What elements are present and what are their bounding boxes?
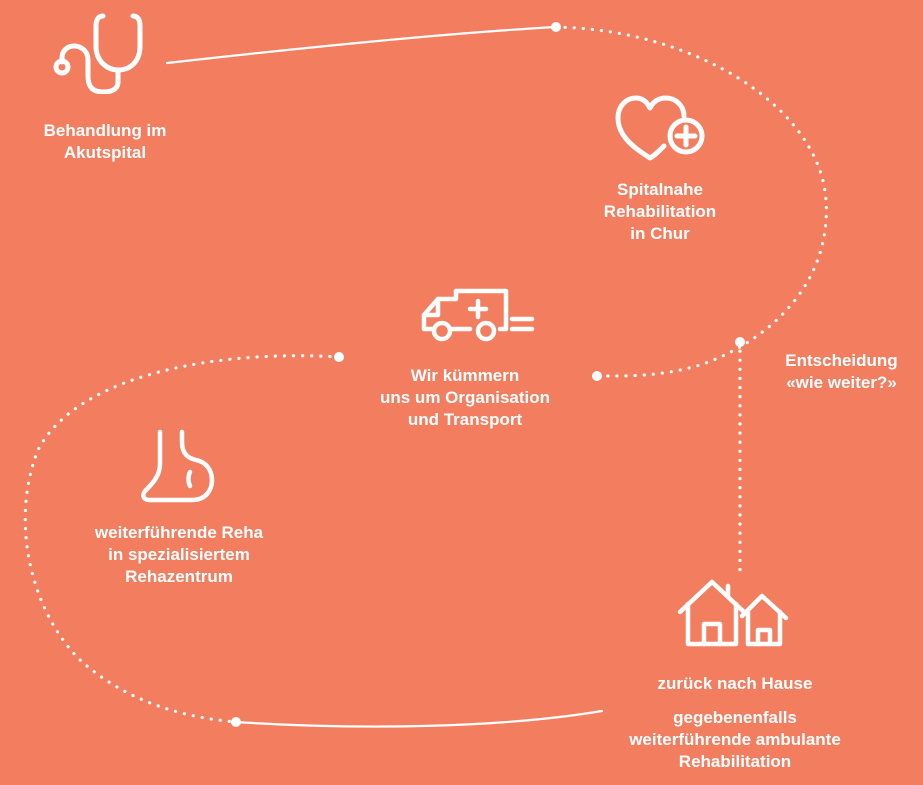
node-dot-decision (735, 337, 745, 347)
label-specialized-rehab: weiterführende Reha in spezialisiertem R… (94, 523, 264, 586)
foot-icon (138, 428, 218, 504)
house-icon (676, 578, 790, 648)
node-dot-bottom (231, 717, 241, 727)
label-rehab-chur: Spitalnahe Rehabilitation in Chur (603, 180, 717, 243)
node-dot-top (551, 22, 561, 32)
connector-acute-to-rehab (165, 25, 558, 65)
ambulance-icon (418, 285, 536, 343)
heart-plus-icon (614, 94, 706, 164)
stethoscope-icon (48, 12, 148, 94)
label-decision: Entscheidung «wie weiter?» (785, 351, 898, 392)
connector-home (234, 709, 604, 728)
label-acute: Behandlung im Akutspital (43, 121, 167, 162)
label-home: zurück nach Hause (657, 674, 813, 693)
node-dot-transport-left (334, 352, 344, 362)
label-ambulatory: gegebenenfalls weiterführende ambulante … (629, 708, 841, 771)
node-dot-transport-right (592, 371, 602, 381)
label-transport: Wir kümmern uns um Organisation und Tran… (379, 366, 551, 429)
connector-rehab-loop (554, 25, 828, 378)
